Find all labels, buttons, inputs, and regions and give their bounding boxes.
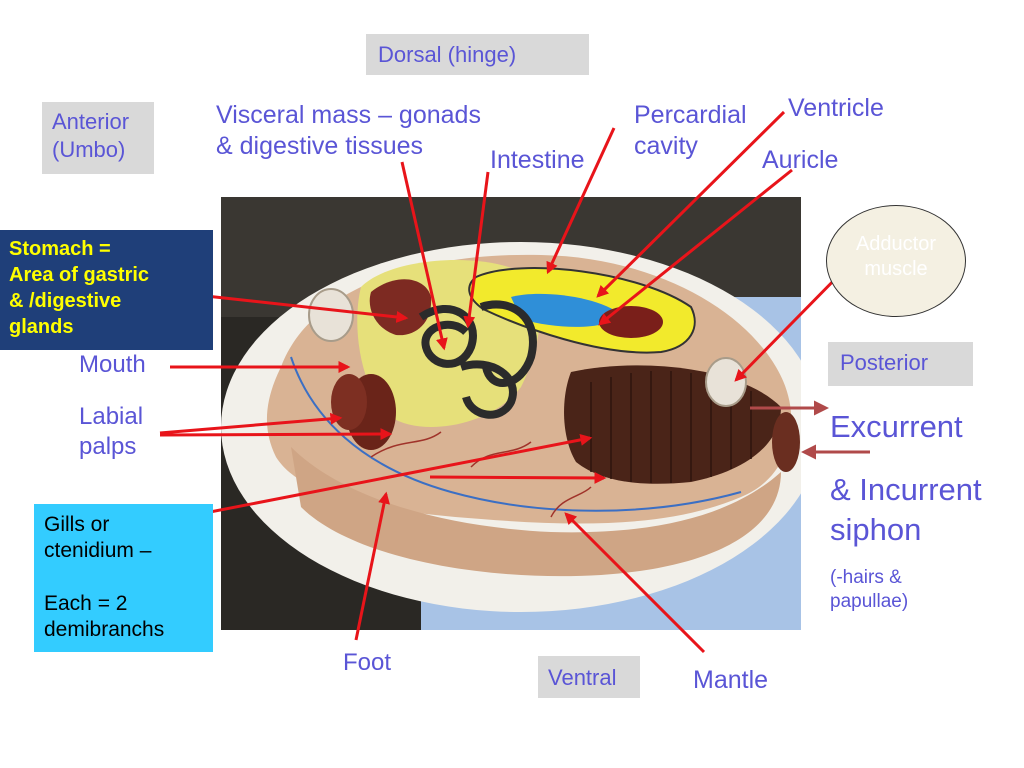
stomach-label: Stomach = Area of gastric & /digestive g… <box>0 230 213 350</box>
adductor-muscle-callout <box>826 205 966 317</box>
dorsal-label: Dorsal (hinge) <box>366 34 589 75</box>
foot-label: Foot <box>343 649 392 676</box>
mantle-label: Mantle <box>693 666 769 694</box>
adductor-muscle-label: Adductor muscle <box>855 233 937 280</box>
incurrent-siphon-label: & Incurrent siphon <box>830 472 982 548</box>
excurrent-label: Excurrent <box>830 409 963 444</box>
hairs-papullae-label: (-hairs & papullae) <box>830 567 909 612</box>
clam-model-photo <box>221 197 801 630</box>
ventral-label: Ventral <box>538 656 640 698</box>
mouth-label: Mouth <box>79 351 146 378</box>
intestine-label: Intestine <box>490 146 585 174</box>
visceral-mass-label: Visceral mass – gonads & digestive tissu… <box>216 101 481 161</box>
auricle-label: Auricle <box>762 146 839 174</box>
ventricle-label: Ventricle <box>788 94 884 122</box>
posterior-label: Posterior <box>828 342 973 386</box>
pericardial-cavity-label: Percardial cavity <box>634 101 747 161</box>
anterior-label: Anterior (Umbo) <box>42 102 154 174</box>
gills-label: Gills or ctenidium – Each = 2 demibranch… <box>34 504 213 652</box>
labial-palps-label: Labial palps <box>79 403 144 460</box>
